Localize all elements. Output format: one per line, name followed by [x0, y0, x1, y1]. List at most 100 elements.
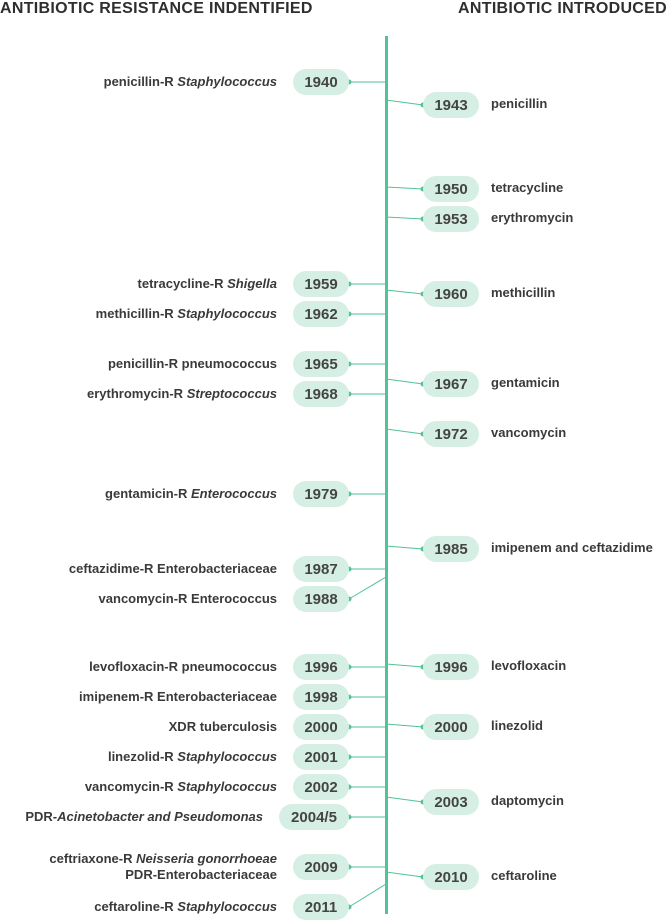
label-text: erythromycin — [491, 210, 574, 225]
introduced-year-pill: 1996 — [423, 654, 479, 680]
resistance-year-pill: 1959 — [293, 271, 349, 297]
resistance-year-pill: 1987 — [293, 556, 349, 582]
introduced-year-pill: 1953 — [423, 206, 479, 232]
label-text: ceftaroline-R — [94, 899, 178, 914]
label-text: gentamicin-R — [105, 486, 192, 501]
label-text: erythromycin-R — [86, 386, 187, 401]
label-text: imipenem and ceftazidime — [491, 540, 653, 555]
label-text: linezolid — [491, 718, 543, 733]
label-italic-text: Staphylococcus — [177, 779, 277, 794]
resistance-connector — [348, 883, 387, 908]
label-text: vancomycin-R — [84, 779, 178, 794]
label-italic-text: Staphylococcus — [177, 899, 277, 914]
resistance-year-pill: 1940 — [293, 69, 349, 95]
label-text: levofloxacin — [491, 658, 567, 673]
introduced-label: penicillin — [491, 96, 547, 112]
introduced-connector — [385, 378, 424, 385]
resistance-year-pill: 2009 — [293, 854, 349, 880]
resistance-year-pill: 2004/5 — [279, 804, 349, 830]
introduced-year-pill: 2010 — [423, 864, 479, 890]
label-text: levofloxacin-R pneumococcus — [89, 659, 277, 674]
label-italic-text: Staphylococcus — [177, 749, 277, 764]
label-text: XDR tuberculosis — [168, 719, 277, 734]
label-text: linezolid-R — [107, 749, 178, 764]
introduced-label: gentamicin — [491, 375, 560, 391]
label-text: imipenem-R Enterobacteriaceae — [79, 689, 277, 704]
introduced-year-pill: 1972 — [423, 421, 479, 447]
introduced-label: daptomycin — [491, 793, 564, 809]
label-italic-text: Staphylococcus — [177, 74, 277, 89]
introduced-connector — [385, 99, 424, 106]
introduced-label: vancomycin — [491, 425, 566, 441]
introduced-connector — [385, 186, 424, 190]
resistance-label: ceftaroline-R Staphylococcus — [94, 899, 277, 915]
label-italic-text: Streptococcus — [186, 386, 277, 401]
resistance-label: imipenem-R Enterobacteriaceae — [79, 689, 277, 705]
introduced-label: methicillin — [491, 285, 555, 301]
introduced-label: linezolid — [491, 718, 543, 734]
resistance-year-pill: 1962 — [293, 301, 349, 327]
resistance-label: linezolid-R Staphylococcus — [108, 749, 277, 765]
resistance-connector — [348, 576, 387, 600]
resistance-label: vancomycin-R Staphylococcus — [85, 779, 277, 795]
resistance-year-pill: 1968 — [293, 381, 349, 407]
resistance-label: penicillin-R pneumococcus — [108, 356, 277, 372]
label-text: ceftazidime-R Enterobacteriaceae — [68, 561, 277, 576]
resistance-year-pill: 1988 — [293, 586, 349, 612]
introduced-label: tetracycline — [491, 180, 563, 196]
introduced-connector — [385, 663, 424, 668]
label-text: penicillin — [491, 96, 548, 111]
resistance-year-pill: 1979 — [293, 481, 349, 507]
resistance-header: ANTIBIOTIC RESISTANCE INDENTIFIED — [0, 0, 313, 17]
resistance-label: vancomycin-R Enterococcus — [99, 591, 277, 607]
introduced-connector — [385, 796, 424, 803]
resistance-label: ceftazidime-R Enterobacteriaceae — [69, 561, 277, 577]
resistance-year-pill: 2001 — [293, 744, 349, 770]
introduced-year-pill: 1943 — [423, 92, 479, 118]
label-italic-text: Staphylococcus — [177, 306, 277, 321]
label-text: penicillin-R — [103, 74, 178, 89]
label-text: PDR- — [25, 809, 58, 824]
resistance-year-pill: 1998 — [293, 684, 349, 710]
resistance-label: tetracycline-R Shigella — [138, 276, 277, 292]
resistance-label: methicillin-R Staphylococcus — [96, 306, 277, 322]
label-text: vancomycin-R Enterococcus — [98, 591, 277, 606]
introduced-connector — [385, 289, 424, 295]
introduced-label: imipenem and ceftazidime — [491, 540, 653, 556]
label-italic-text: Enterococcus — [191, 486, 277, 501]
introduced-connector — [385, 871, 424, 878]
resistance-label: penicillin-R Staphylococcus — [104, 74, 277, 90]
resistance-label: PDR-Acinetobacter and Pseudomonas — [25, 809, 263, 825]
introduced-label: ceftaroline — [491, 868, 557, 884]
introduced-year-pill: 1985 — [423, 536, 479, 562]
label-text: daptomycin — [491, 793, 564, 808]
introduced-year-pill: 1967 — [423, 371, 479, 397]
introduced-header: ANTIBIOTIC INTRODUCED — [458, 0, 667, 17]
label-text: penicillin-R pneumococcus — [107, 356, 277, 371]
resistance-label: erythromycin-R Streptococcus — [87, 386, 277, 402]
label-second-line: PDR-Enterobacteriaceae — [125, 867, 277, 882]
introduced-year-pill: 1960 — [423, 281, 479, 307]
label-text: ceftriaxone-R — [49, 851, 137, 866]
resistance-year-pill: 1965 — [293, 351, 349, 377]
label-italic-text: Neisseria gonorrhoeae — [136, 851, 277, 866]
introduced-year-pill: 2000 — [423, 714, 479, 740]
label-text: tetracycline — [491, 180, 564, 195]
label-text: ceftaroline — [491, 868, 557, 883]
label-italic-text: Shigella — [227, 276, 277, 291]
introduced-connector — [385, 428, 424, 435]
resistance-label: levofloxacin-R pneumococcus — [89, 659, 277, 675]
label-text: methicillin-R — [95, 306, 178, 321]
introduced-connector — [385, 216, 424, 220]
introduced-connector — [385, 723, 424, 728]
introduced-label: levofloxacin — [491, 658, 566, 674]
introduced-year-pill: 1950 — [423, 176, 479, 202]
label-text: vancomycin — [491, 425, 567, 440]
resistance-year-pill: 2000 — [293, 714, 349, 740]
label-text: tetracycline-R — [137, 276, 228, 291]
resistance-year-pill: 2011 — [293, 894, 349, 920]
label-text: methicillin — [491, 285, 556, 300]
introduced-connector — [385, 545, 424, 550]
label-italic-text: Acinetobacter and Pseudomonas — [57, 809, 263, 824]
resistance-year-pill: 2002 — [293, 774, 349, 800]
